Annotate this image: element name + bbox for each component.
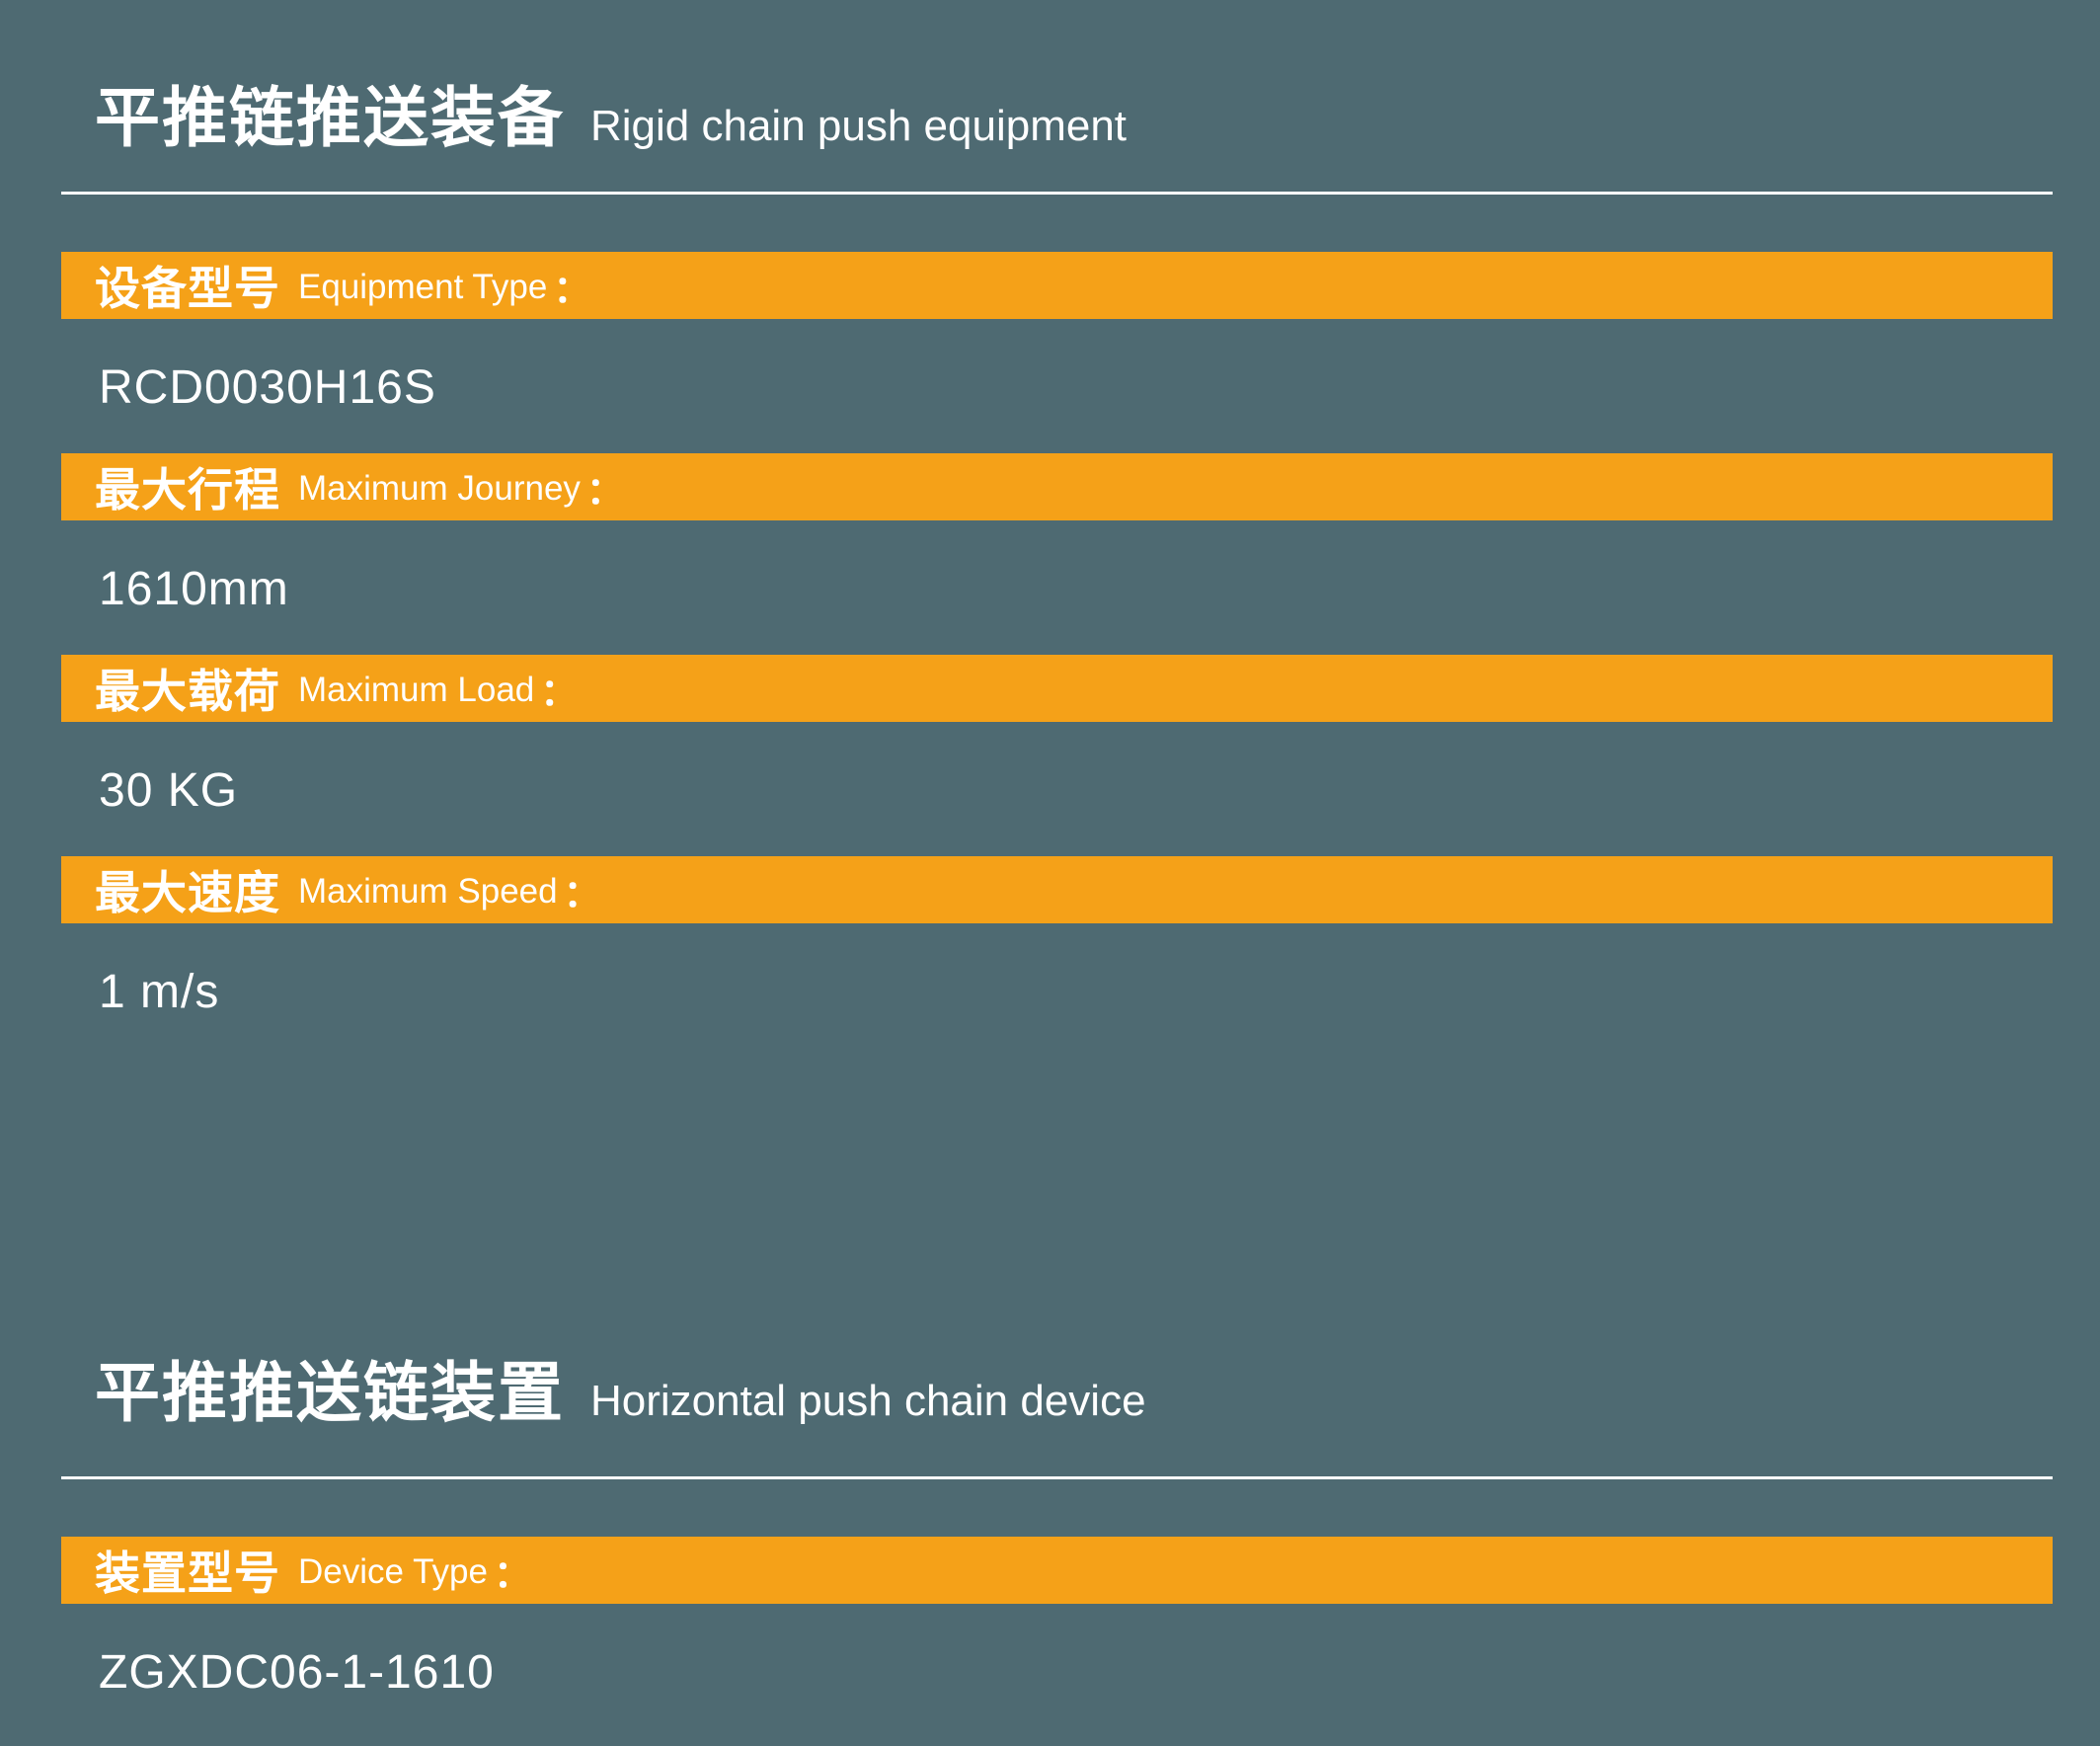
field-label-colon: ：	[553, 269, 591, 311]
field-label-zh: 设备型号	[95, 263, 280, 314]
field-bar: 设备型号 Equipment Type ：	[61, 252, 2053, 319]
field-label-zh: 装置型号	[95, 1548, 280, 1599]
section-divider	[61, 1476, 2053, 1479]
section-title-en: Horizontal push chain device	[590, 1377, 1146, 1425]
field-label-zh: 最大载荷	[95, 666, 280, 717]
section-title: 平推链推送装备 Rigid chain push equipment	[95, 0, 2053, 152]
field-label-zh: 最大速度	[95, 867, 280, 918]
field-bar: 装置型号 Device Type ：	[61, 1537, 2053, 1604]
field-label-zh: 最大行程	[95, 464, 280, 516]
field-value: 1 m/s	[99, 966, 220, 1018]
field-value: 1610mm	[99, 563, 289, 615]
section-title-zh: 平推链推送装备	[95, 81, 565, 154]
field-label-en: Maximum Speed	[298, 872, 558, 911]
field-value: RCD0030H16S	[99, 361, 436, 414]
field-label-en: Maximum Load	[298, 671, 535, 709]
field-label-colon: ：	[493, 1553, 531, 1596]
field-value: 30 KG	[99, 764, 239, 817]
field-label-en: Device Type	[298, 1552, 488, 1591]
section-title: 平推推送链装置 Horizontal push chain device	[95, 1358, 2053, 1427]
field-label-colon: ：	[585, 470, 624, 513]
field-label-colon: ：	[563, 873, 601, 915]
field-bar: 最大速度 Maximum Speed ：	[61, 856, 2053, 923]
field-label-colon: ：	[540, 672, 579, 714]
section-title-zh: 平推推送链装置	[95, 1356, 565, 1429]
section-divider	[61, 192, 2053, 195]
field-label-en: Equipment Type	[298, 268, 548, 306]
field-label-en: Maximum Journey	[298, 469, 581, 508]
field-value: ZGXDC06-1-1610	[99, 1646, 495, 1699]
field-bar: 最大载荷 Maximum Load ：	[61, 655, 2053, 722]
field-bar: 最大行程 Maximum Journey ：	[61, 453, 2053, 520]
section-title-en: Rigid chain push equipment	[590, 102, 1128, 150]
